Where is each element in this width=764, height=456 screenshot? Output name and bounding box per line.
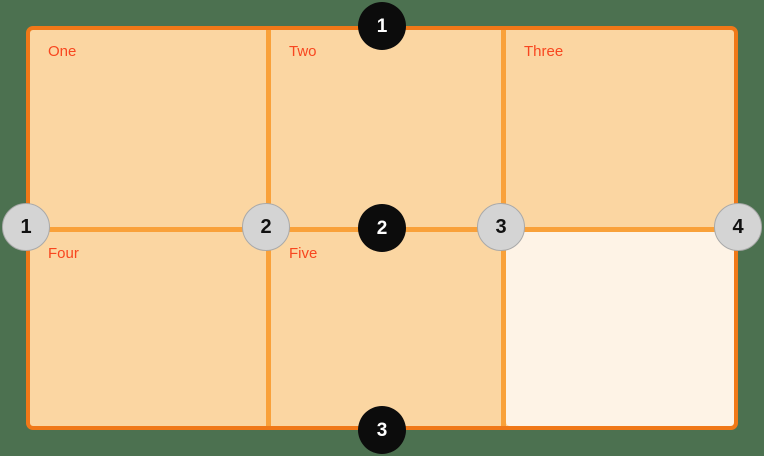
grid-cell-two[interactable]: Two	[271, 30, 501, 227]
column-marker-2-label: 2	[260, 216, 272, 238]
grid-cell-empty[interactable]	[506, 232, 734, 426]
cell-label-one: One	[48, 43, 77, 60]
cell-label-three: Three	[524, 43, 564, 60]
column-marker-3-label: 3	[495, 216, 507, 238]
row-marker-2[interactable]: 2	[358, 204, 406, 252]
row-marker-1-label: 1	[376, 15, 388, 37]
grid-cell-five[interactable]: Five	[271, 232, 501, 426]
row-marker-3[interactable]: 3	[358, 406, 406, 454]
column-marker-4-label: 4	[732, 216, 744, 238]
column-marker-3[interactable]: 3	[477, 203, 525, 251]
grid-cell-four[interactable]: Four	[30, 232, 266, 426]
cell-label-two: Two	[289, 43, 317, 60]
column-marker-4[interactable]: 4	[714, 203, 762, 251]
column-marker-1-label: 1	[20, 216, 32, 238]
row-marker-1[interactable]: 1	[358, 2, 406, 50]
grid-cell-three[interactable]: Three	[506, 30, 734, 227]
cell-label-five: Five	[289, 245, 318, 262]
column-marker-1[interactable]: 1	[2, 203, 50, 251]
grid-cell-one[interactable]: One	[30, 30, 266, 227]
row-marker-2-label: 2	[376, 217, 388, 239]
column-marker-2[interactable]: 2	[242, 203, 290, 251]
cell-label-four: Four	[48, 245, 79, 262]
row-marker-3-label: 3	[376, 419, 388, 441]
